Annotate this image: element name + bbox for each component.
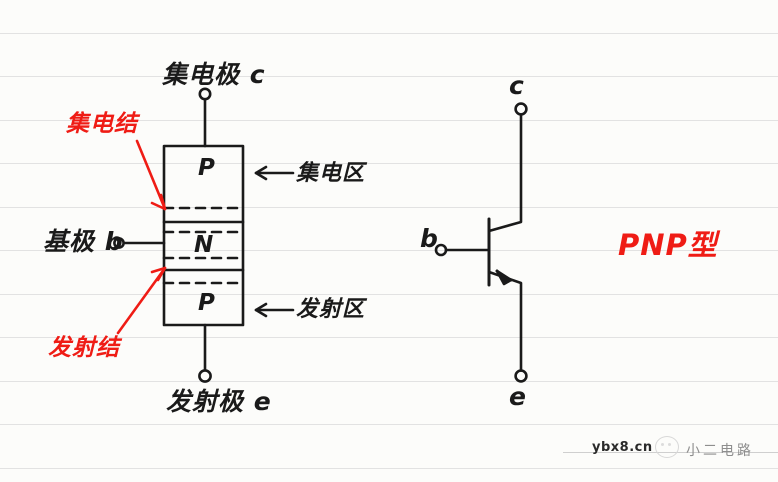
layer-symbol-p-top: P <box>198 155 216 181</box>
rule-line <box>0 337 778 338</box>
semiconductor-body <box>162 144 245 327</box>
symbol-collector-lead <box>487 113 523 233</box>
rule-line <box>0 76 778 77</box>
region-callout-arrows <box>254 165 295 318</box>
transistor-type-label: PNP型 <box>618 228 718 262</box>
symbol-emitter-label: e <box>509 382 527 411</box>
watermark-account-name: 小二电路 <box>686 443 754 459</box>
rule-line <box>0 294 778 295</box>
emitter-region-arrow-head <box>254 302 268 318</box>
rule-line <box>0 120 778 121</box>
symbol-base-node <box>434 243 448 257</box>
symbol-collector-node <box>514 102 528 116</box>
rule-line <box>0 163 778 164</box>
symbol-collector-label: c <box>509 71 525 100</box>
emitter-junction-arrow-head <box>150 266 167 282</box>
collector-terminal-node <box>198 87 212 101</box>
emitter-region-label: 发射区 <box>296 297 366 322</box>
emitter-junction-arrow-shaft <box>116 266 167 335</box>
depletion-lines <box>162 206 245 285</box>
symbol-emitter-lead <box>487 270 523 372</box>
collector-region-label: 集电区 <box>296 161 366 186</box>
emitter-terminal-label: 发射极 e <box>166 387 272 416</box>
collector-junction-label: 集电结 <box>66 111 138 137</box>
rule-line <box>0 250 778 251</box>
symbol-base-label: b <box>420 224 439 253</box>
junction-annotation-arrows <box>116 139 167 335</box>
emitter-junction-label: 发射结 <box>48 335 120 361</box>
collector-junction-arrow-head <box>150 193 167 211</box>
symbol-emitter-node <box>514 369 528 383</box>
rule-line <box>0 33 778 34</box>
rule-line <box>0 381 778 382</box>
layer-symbol-p-bot: P <box>198 290 216 316</box>
collector-region-arrow-head <box>254 165 268 181</box>
symbol-emitter-arrow-fill <box>495 269 513 286</box>
rule-line <box>0 424 778 425</box>
base-terminal-node <box>113 237 125 249</box>
watermark-url: ybx8.cn <box>592 440 653 455</box>
rule-line <box>0 468 778 469</box>
collector-junction-arrow-shaft <box>135 139 167 211</box>
base-terminal-label: 基极 b <box>43 227 124 256</box>
emitter-terminal-node <box>198 369 212 383</box>
collector-terminal-label: 集电极 c <box>162 60 266 89</box>
layer-symbol-n-mid: N <box>194 232 215 258</box>
rule-line <box>0 207 778 208</box>
wechat-icon <box>655 436 679 458</box>
